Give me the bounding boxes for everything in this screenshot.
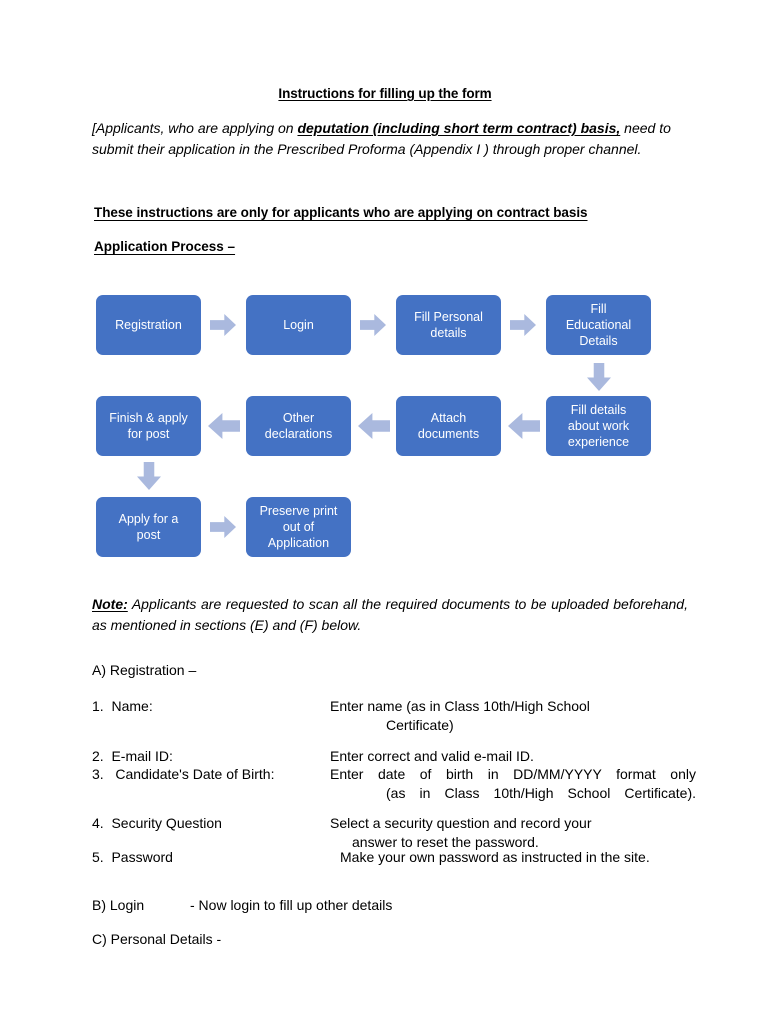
list-item: 1. Name: Enter name (as in Class 10th/Hi… bbox=[92, 697, 696, 737]
flow-box-fill-personal-details[interactable]: Fill Personal details bbox=[396, 295, 501, 355]
flow-box-finish-apply-for-post[interactable]: Finish & apply for post bbox=[96, 396, 201, 456]
page-title-text: Instructions for filling up the form bbox=[278, 86, 492, 101]
item-description: Make your own password as instructed in … bbox=[330, 848, 696, 867]
arrow-right-icon bbox=[210, 314, 236, 336]
item-number: 4. bbox=[92, 815, 104, 831]
item-label: 1. Name: bbox=[92, 697, 326, 716]
flow-box-other-declarations[interactable]: Other declarations bbox=[246, 396, 351, 456]
note-text: Applicants are requested to scan all the… bbox=[92, 596, 688, 633]
item-number: 1. bbox=[92, 698, 104, 714]
item-label: 3. Candidate's Date of Birth: bbox=[92, 765, 326, 784]
flow-box-apply-for-a-post[interactable]: Apply for a post bbox=[96, 497, 201, 557]
item-number: 2. bbox=[92, 748, 104, 764]
item-title: Name: bbox=[111, 698, 153, 714]
item-description-line1: Enter correct and valid e-mail ID. bbox=[330, 748, 534, 764]
heading-contract-basis: These instructions are only for applican… bbox=[94, 205, 588, 220]
section-b: B) Login - Now login to fill up other det… bbox=[92, 897, 392, 913]
intro-rest: need to submit their application in the … bbox=[92, 120, 671, 157]
item-description-line2: (as in Class 10th/High School Certificat… bbox=[386, 785, 696, 801]
item-label: 4. Security Question bbox=[92, 814, 326, 833]
arrow-left-icon bbox=[208, 413, 240, 439]
item-description: Select a security question and record yo… bbox=[330, 814, 696, 852]
item-description: Enter name (as in Class 10th/High School… bbox=[330, 697, 696, 735]
flow-box-fill-work-experience[interactable]: Fill details about work experience bbox=[546, 396, 651, 456]
page-title: Instructions for filling up the form bbox=[0, 86, 770, 101]
flow-box-preserve-print-out[interactable]: Preserve print out of Application bbox=[246, 497, 351, 557]
note-paragraph: Note: Applicants are requested to scan a… bbox=[92, 594, 688, 636]
item-number: 5. bbox=[92, 849, 104, 865]
item-label: 5. Password bbox=[92, 848, 326, 867]
flow-box-login[interactable]: Login bbox=[246, 295, 351, 355]
arrow-left-icon bbox=[508, 413, 540, 439]
item-description-line1: Enter name (as in Class 10th/High School bbox=[330, 698, 590, 714]
arrow-right-icon bbox=[360, 314, 386, 336]
heading-application-process: Application Process – bbox=[94, 239, 236, 254]
section-a-heading: A) Registration – bbox=[92, 662, 197, 678]
intro-lead: [Applicants, who are applying on bbox=[92, 120, 298, 136]
flow-box-registration[interactable]: Registration bbox=[96, 295, 201, 355]
section-b-label: B) Login bbox=[92, 897, 145, 913]
list-item: 2. E-mail ID: Enter correct and valid e-… bbox=[92, 747, 696, 767]
item-description-line2: Certificate) bbox=[386, 717, 454, 733]
arrow-left-icon bbox=[358, 413, 390, 439]
intro-emphasis: deputation (including short term contrac… bbox=[297, 120, 621, 136]
item-number: 3. bbox=[92, 766, 104, 782]
arrow-down-icon bbox=[587, 363, 611, 391]
note-label: Note: bbox=[92, 596, 128, 612]
list-item: 3. Candidate's Date of Birth: Enter date… bbox=[92, 765, 696, 809]
item-title: Security Question bbox=[111, 815, 222, 831]
item-description-line1: Select a security question and record yo… bbox=[330, 815, 592, 831]
section-c-heading: C) Personal Details - bbox=[92, 931, 222, 947]
item-description: Enter correct and valid e-mail ID. bbox=[330, 747, 696, 766]
item-description-line1: Make your own password as instructed in … bbox=[340, 849, 650, 865]
item-label: 2. E-mail ID: bbox=[92, 747, 326, 766]
section-b-description: - Now login to fill up other details bbox=[190, 897, 393, 913]
list-item: 5. Password Make your own password as in… bbox=[92, 848, 696, 868]
flow-box-fill-educational-details[interactable]: Fill Educational Details bbox=[546, 295, 651, 355]
arrow-right-icon bbox=[210, 516, 236, 538]
item-title: E-mail ID: bbox=[111, 748, 173, 764]
flow-box-attach-documents[interactable]: Attach documents bbox=[396, 396, 501, 456]
item-title: Candidate's Date of Birth: bbox=[115, 766, 275, 782]
arrow-right-icon bbox=[510, 314, 536, 336]
item-title: Password bbox=[111, 849, 173, 865]
list-item: 4. Security Question Select a security q… bbox=[92, 814, 696, 854]
intro-paragraph: [Applicants, who are applying on deputat… bbox=[92, 118, 682, 159]
arrow-down-icon bbox=[137, 462, 161, 490]
item-description: Enter date of birth in DD/MM/YYYY format… bbox=[330, 765, 696, 803]
item-description-line1: Enter date of birth in DD/MM/YYYY format… bbox=[330, 766, 696, 782]
item-description-line2: answer to reset the password. bbox=[352, 834, 539, 850]
